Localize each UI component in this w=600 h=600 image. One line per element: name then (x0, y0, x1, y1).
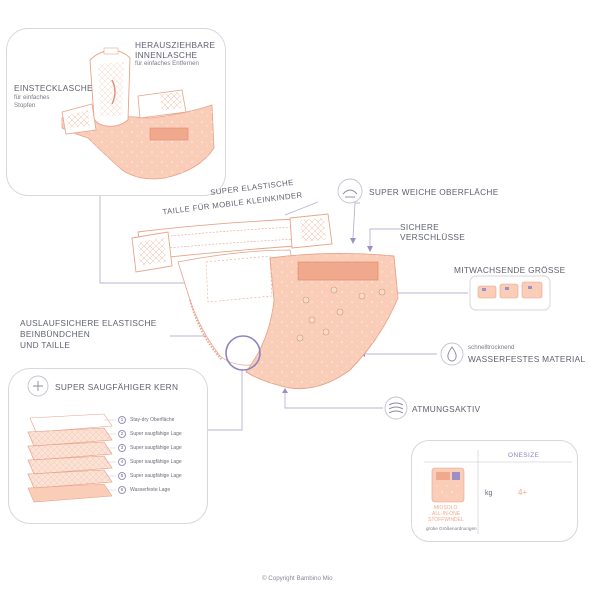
leak-label-1: AUSLAUFSICHERE ELASTISCHE (20, 318, 157, 328)
closures-label-2: VERSCHLÜSSE (400, 232, 466, 242)
layer-label: Super saugfähige Lage (130, 473, 182, 479)
size-table-grid (424, 450, 572, 534)
breathable-label: ATMUNGSAKTIV (412, 404, 481, 414)
soft-surface-label: SUPER WEICHE OBERFLÄCHE (369, 187, 499, 197)
breathable-air-icon (384, 396, 408, 420)
pocket-flap-sub-1: für einfaches (14, 94, 50, 101)
layer-number: 3 (118, 444, 126, 452)
product-note: grobe Größenordnungen (426, 526, 477, 531)
inner-flap-illustration (61, 47, 215, 180)
layer-label: Wasserfeste Lage (130, 487, 171, 493)
product-name-2: ALL-IN-ONE (432, 511, 461, 517)
size-table-product-image (431, 467, 465, 503)
absorbent-layers (27, 413, 116, 503)
removable-flap-subtitle: für einfaches Entfernen (135, 60, 199, 67)
core-plus-icon (27, 375, 49, 397)
product-name-1: MIOSOLO (434, 505, 458, 511)
copyright-text: © Copyright Bambino Mio (262, 575, 333, 582)
layer-number: 5 (118, 472, 126, 480)
core-title: SUPER SAUGFÄHIGER KERN (55, 382, 179, 392)
removable-flap-title-2: INNENLASCHE (135, 50, 198, 60)
layer-number: 1 (118, 416, 126, 424)
leak-label-2: BEINBÜNDCHEN (20, 329, 90, 339)
layer-number: 2 (118, 430, 126, 438)
size-table-header: ONESIZE (508, 452, 540, 459)
main-diaper-illustration (131, 213, 399, 390)
layer-number: 6 (118, 486, 126, 494)
growing-size-label: MITWACHSENDE GRÖSSE (454, 265, 566, 275)
waterproof-droplet-icon (440, 342, 464, 366)
pocket-flap-sub-2: Stopfen (14, 102, 36, 109)
layer-label: Super saugfähige Lage (130, 431, 182, 437)
leak-label-3: UND TAILLE (20, 340, 71, 350)
product-name-3: STOFFWINDEL (428, 517, 464, 523)
quick-dry-label: schnelltrocknend (468, 344, 515, 351)
size-icons (469, 275, 551, 311)
layer-label: Super saugfähige Lage (130, 459, 182, 465)
closures-label-1: SICHERE (400, 222, 439, 232)
size-table-unit: kg (485, 490, 493, 497)
pocket-flap-title: EINSTECKLASCHE (14, 83, 93, 93)
soft-surface-icon (337, 178, 363, 204)
size-table-value: 4+ (518, 488, 528, 497)
layer-label: Super saugfähige Lage (130, 445, 182, 451)
layer-number: 4 (118, 458, 126, 466)
removable-flap-title-1: HERAUSZIEHBARE (135, 40, 216, 50)
layer-label: Stay-dry Oberfläche (130, 417, 175, 423)
waterproof-label: WASSERFESTES MATERIAL (468, 354, 586, 364)
